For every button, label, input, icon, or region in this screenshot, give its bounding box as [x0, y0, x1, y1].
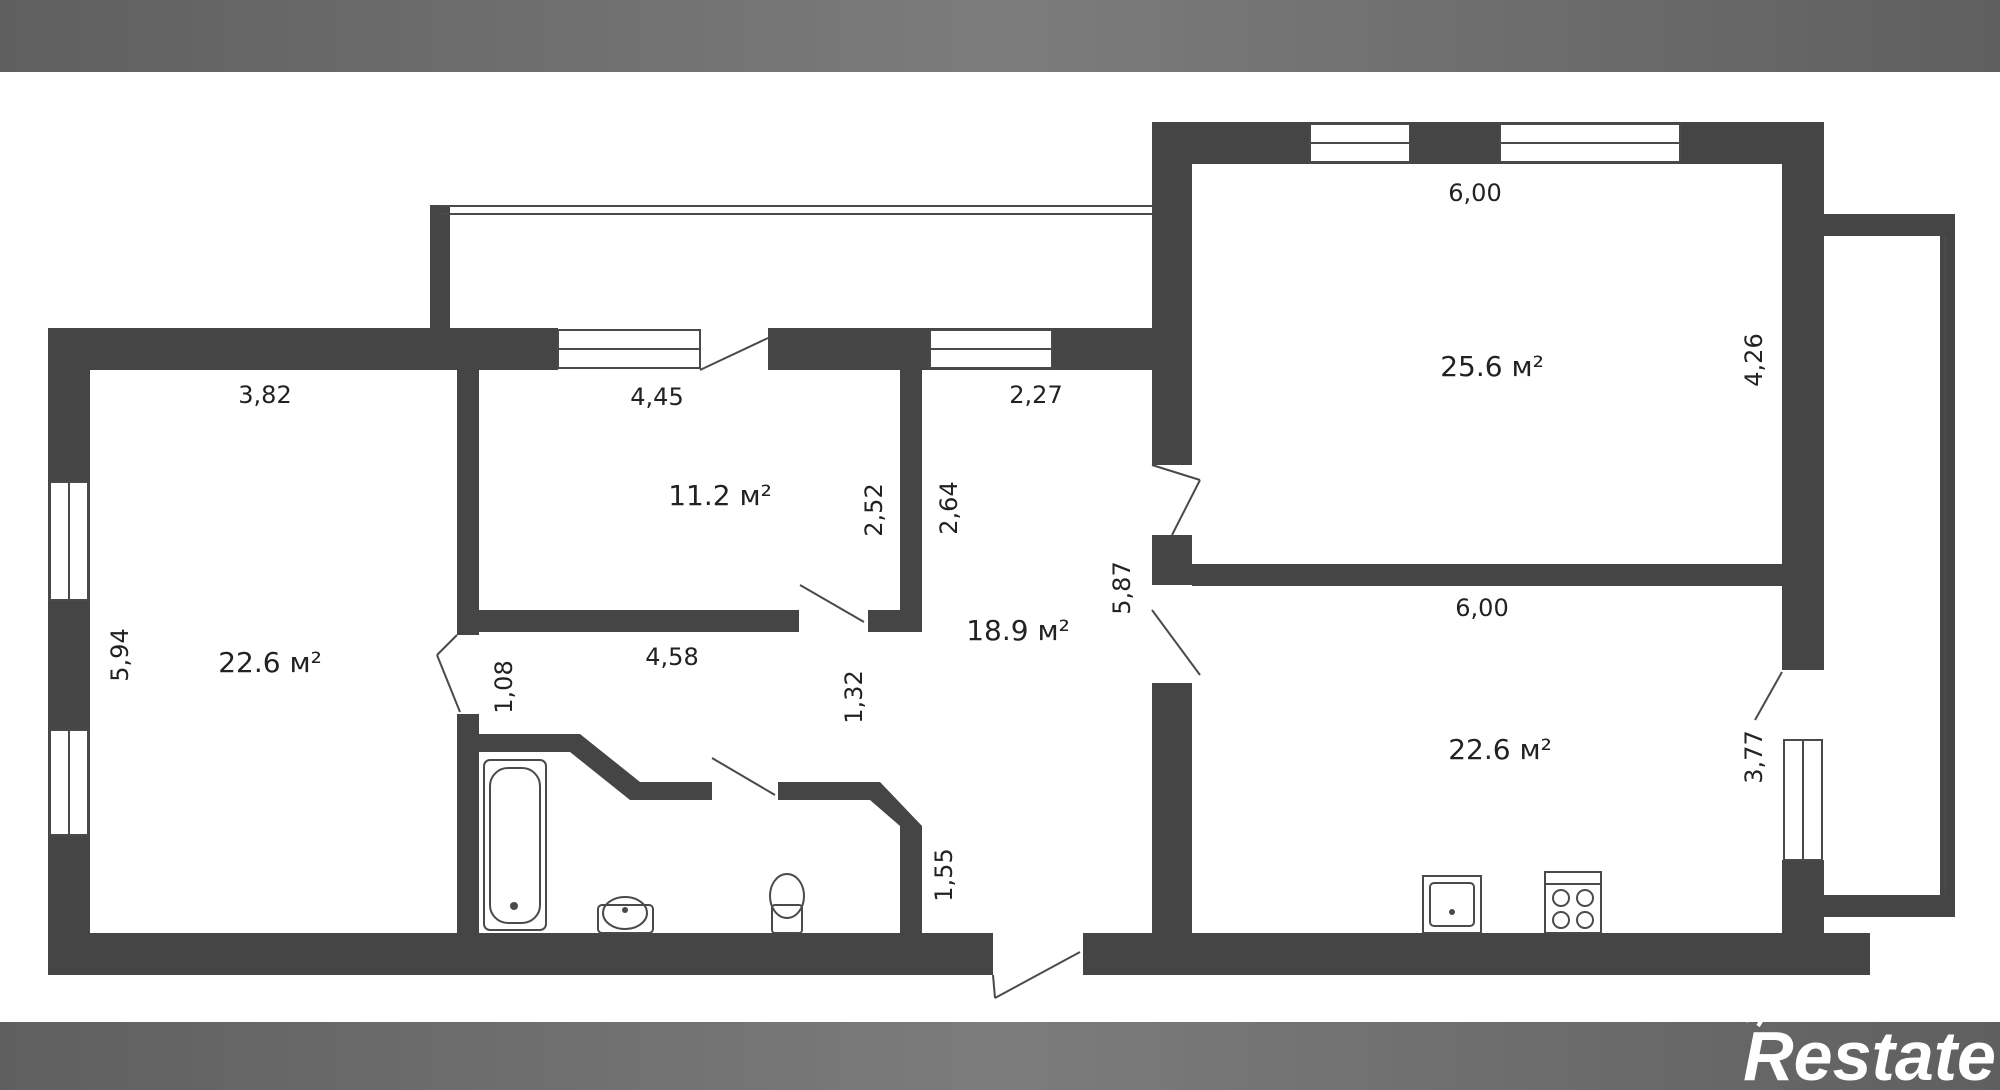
- kitchen-sink-icon: [1422, 875, 1482, 934]
- dim-1-55: 1,55: [930, 848, 958, 901]
- area-left-bedroom: 22.6 м²: [218, 646, 322, 679]
- dim-6-00-mid: 6,00: [1455, 594, 1508, 622]
- dim-2-64: 2,64: [935, 481, 963, 534]
- area-kitchen: 22.6 м²: [1448, 733, 1552, 766]
- dim-1-08: 1,08: [490, 660, 518, 713]
- walls: [48, 122, 1870, 975]
- dim-2-52: 2,52: [860, 483, 888, 536]
- area-top-right-room: 25.6 м²: [1440, 350, 1544, 383]
- stove-icon: [1544, 871, 1602, 934]
- dim-4-58: 4,58: [645, 643, 698, 671]
- dim-3-77: 3,77: [1740, 730, 1768, 783]
- dim-2-27: 2,27: [1009, 381, 1062, 409]
- balcony-right: [1820, 214, 1955, 917]
- sink-icon: [597, 896, 654, 934]
- doors: [436, 337, 1783, 999]
- area-hall: 18.9 м²: [966, 614, 1070, 647]
- dim-4-26: 4,26: [1740, 333, 1768, 386]
- windows: [49, 122, 1823, 861]
- balcony-top: [430, 205, 1153, 330]
- brand-logo-text: Restate: [1743, 1017, 1996, 1090]
- dim-1-32: 1,32: [840, 670, 868, 723]
- dim-6-00-top: 6,00: [1448, 179, 1501, 207]
- dim-4-45: 4,45: [630, 383, 683, 411]
- dim-3-82: 3,82: [238, 381, 291, 409]
- top-band: [0, 0, 2000, 72]
- restate-logo: Restate: [1731, 980, 1996, 1090]
- toilet-icon: [769, 873, 805, 934]
- bathtub-icon: [483, 759, 547, 931]
- dim-5-94: 5,94: [106, 628, 134, 681]
- dim-5-87: 5,87: [1108, 561, 1136, 614]
- area-small-room: 11.2 м²: [668, 479, 772, 512]
- bottom-band: [0, 1022, 2000, 1090]
